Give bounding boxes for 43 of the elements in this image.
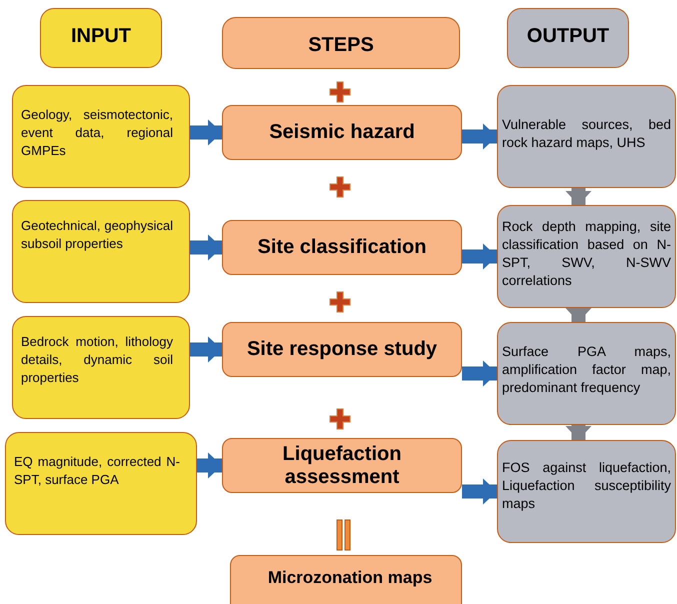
arrow <box>190 120 222 146</box>
step-box <box>222 220 462 275</box>
column-heading <box>222 17 460 69</box>
column-heading <box>507 8 629 68</box>
arrow <box>462 244 497 270</box>
output-box <box>497 322 676 425</box>
down-arrow <box>566 308 592 322</box>
input-box <box>12 200 190 303</box>
box-text: EQ magnitude, corrected N-SPT, surface PGA <box>14 453 180 489</box>
arrow <box>462 478 497 504</box>
box-text: Site response study <box>246 338 438 361</box>
output-box <box>497 85 676 188</box>
input-box <box>5 432 197 535</box>
step-box <box>222 438 462 493</box>
step-box <box>222 105 462 160</box>
box-text: INPUT <box>70 25 132 48</box>
arrow <box>190 234 222 260</box>
box-text: OUTPUT <box>526 25 610 48</box>
box-text: Vulnerable sources, bed rock hazard maps, UHS <box>502 116 671 152</box>
box-text: Geology, seismotectonic, event data, regional GMPEs <box>21 106 173 160</box>
output-box <box>497 440 676 543</box>
down-arrow <box>566 188 592 205</box>
box-text: Surface PGA maps, amplification factor map, predominant frequency <box>502 343 671 397</box>
step-box <box>230 555 462 604</box>
box-text: Seismic hazard <box>268 121 416 144</box>
input-box <box>12 316 190 419</box>
box-text: Geotechnical, geophysical subsoil properties <box>21 217 173 253</box>
down-arrow <box>566 425 592 440</box>
box-text: Liquefaction assessment <box>282 442 402 488</box>
arrow <box>462 124 497 150</box>
arrow <box>190 336 222 362</box>
step-box <box>222 322 462 377</box>
output-box <box>497 205 676 308</box>
box-text: STEPS <box>307 34 375 57</box>
column-heading <box>40 8 162 68</box>
box-text: Site classification <box>256 236 428 259</box>
input-box <box>12 85 190 188</box>
box-text: Rock depth mapping, site classification based on N-SPT, SWV, N-SWV correlations <box>502 218 671 290</box>
box-text: Microzonation maps <box>266 568 434 588</box>
arrow <box>197 452 222 478</box>
box-text: Bedrock motion, lithology details, dynamic soil properties <box>21 333 173 387</box>
box-text: FOS against liquefaction, Liquefaction susceptibility maps <box>502 459 671 513</box>
arrow <box>462 360 497 386</box>
